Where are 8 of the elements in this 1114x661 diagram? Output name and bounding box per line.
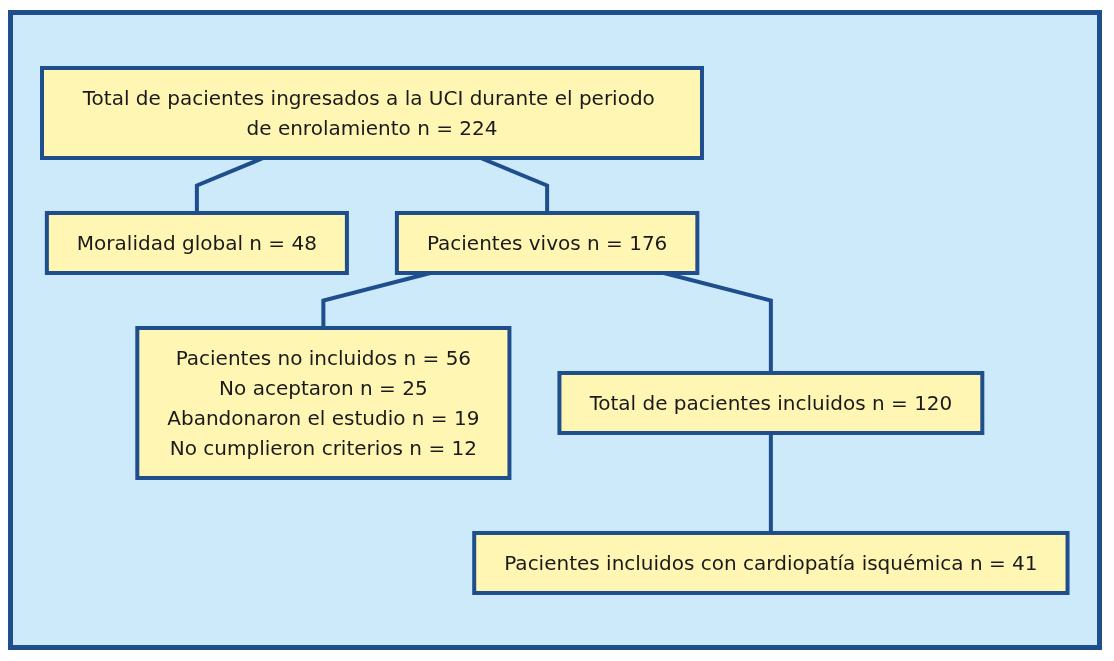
connector: [769, 432, 774, 533]
node-box: [557, 370, 985, 435]
node-box: [135, 325, 512, 480]
panel-background: Total de pacientes ingresados a la UCI durante el periodo de enrolamiento n = 224 Moralidad global n = 48 Pacientes vivos n = 176 Pacientes no incluidos n = 56 No aceptaron n = 25 Abandonaron el estudio n = 19 No cumplieron criterios n = 12 Total de pacientes incluidos n = 120 Pacientes incluidos con cardiopatía isquémica n = 41: [8, 10, 1102, 650]
node-box: [395, 210, 700, 275]
node-box: [45, 210, 350, 275]
node-box: [40, 65, 705, 160]
node-box: [472, 530, 1070, 595]
